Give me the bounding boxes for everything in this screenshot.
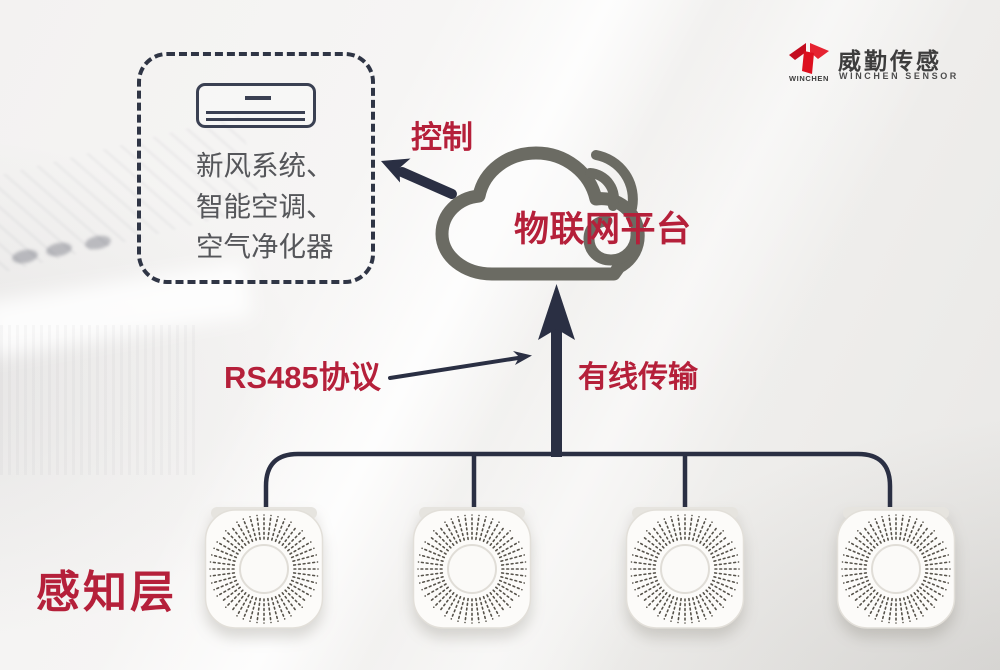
air-quality-sensor [836,506,956,630]
protocol-arrow-shaft [388,356,520,380]
control-arrow-head-icon [381,158,411,183]
sensor-vent-graphic [836,507,956,629]
logo-t-icon [789,43,829,74]
air-quality-sensor [204,506,324,630]
device-list-line: 新风系统、 [196,150,334,181]
rs485-protocol-label: RS485协议 [224,360,381,395]
sensor-vent-graphic [204,507,324,629]
signal-arc-inner-icon [585,168,619,211]
device-list-line: 空气净化器 [196,231,334,262]
device-list: 新风系统、 智能空调、 空气净化器 [196,146,334,268]
perception-layer-label: 感知层 [36,568,177,617]
air-quality-sensor [412,506,532,630]
ac-vent-line [206,111,305,114]
signal-arc-outer-icon [591,150,638,213]
ac-vent-line [206,118,305,121]
control-label: 控制 [411,120,473,155]
air-quality-sensor [625,506,745,630]
air-conditioner-icon [196,83,316,128]
wired-transmission-label: 有线传输 [578,361,698,394]
iot-cloud-icon [435,146,645,281]
sensor-vent-graphic [412,507,532,629]
winchen-logo: WINCHEN 威勤传感 WINCHEN SENSOR [786,38,956,98]
sensor-vent-graphic [625,507,745,629]
iot-platform-label: 物联网平台 [514,210,692,249]
cloud-curl [583,215,642,266]
curtain-texture [0,325,195,475]
hvac-devices-box: 新风系统、 智能空调、 空气净化器 [137,52,375,284]
logo-name-en: WINCHEN SENSOR [839,71,959,81]
device-list-line: 智能空调、 [196,190,334,222]
ac-display-dash [245,96,271,100]
rs485-bus-line [263,451,893,508]
protocol-arrow-head-icon [513,351,532,365]
logo-name-cn: 威勤传感 [838,48,942,74]
logo-winchen-text: WINCHEN [788,74,830,83]
